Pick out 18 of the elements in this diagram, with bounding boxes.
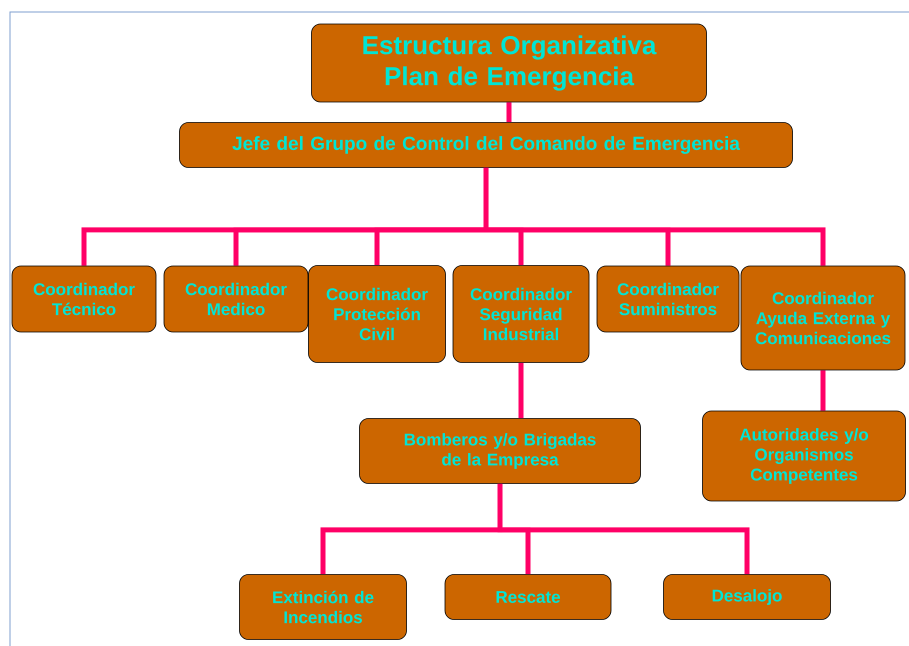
title-box: Estructura Organizativa Plan de Emergencia [311,24,707,102]
org-box: Rescate [444,574,612,620]
org-box: Desalojo [663,574,831,620]
org-box: Autoridades y/o Organismos Competentes [702,410,906,502]
connector-line [820,370,826,411]
org-box: Coordinador Técnico [12,266,156,332]
org-box: Coordinador Medico [164,266,308,332]
connector-line [498,484,750,574]
org-box: Bomberos y/o Brigadas de la Empresa [359,418,641,484]
org-box: Jefe del Grupo de Control del Comando de Emergencia [179,122,793,168]
org-box: Extinción de Incendios [239,574,407,640]
connector-line [484,168,826,266]
org-box: Coordinador Protección Civil [308,265,446,363]
org-box: Coordinador Suministros [596,266,740,332]
connector-line [518,362,524,418]
org-box: Coordinador Ayuda Externa y Comunicaciones [740,266,906,370]
connector-line [506,102,512,122]
org-box: Coordinador Seguridad Industrial [452,265,590,363]
